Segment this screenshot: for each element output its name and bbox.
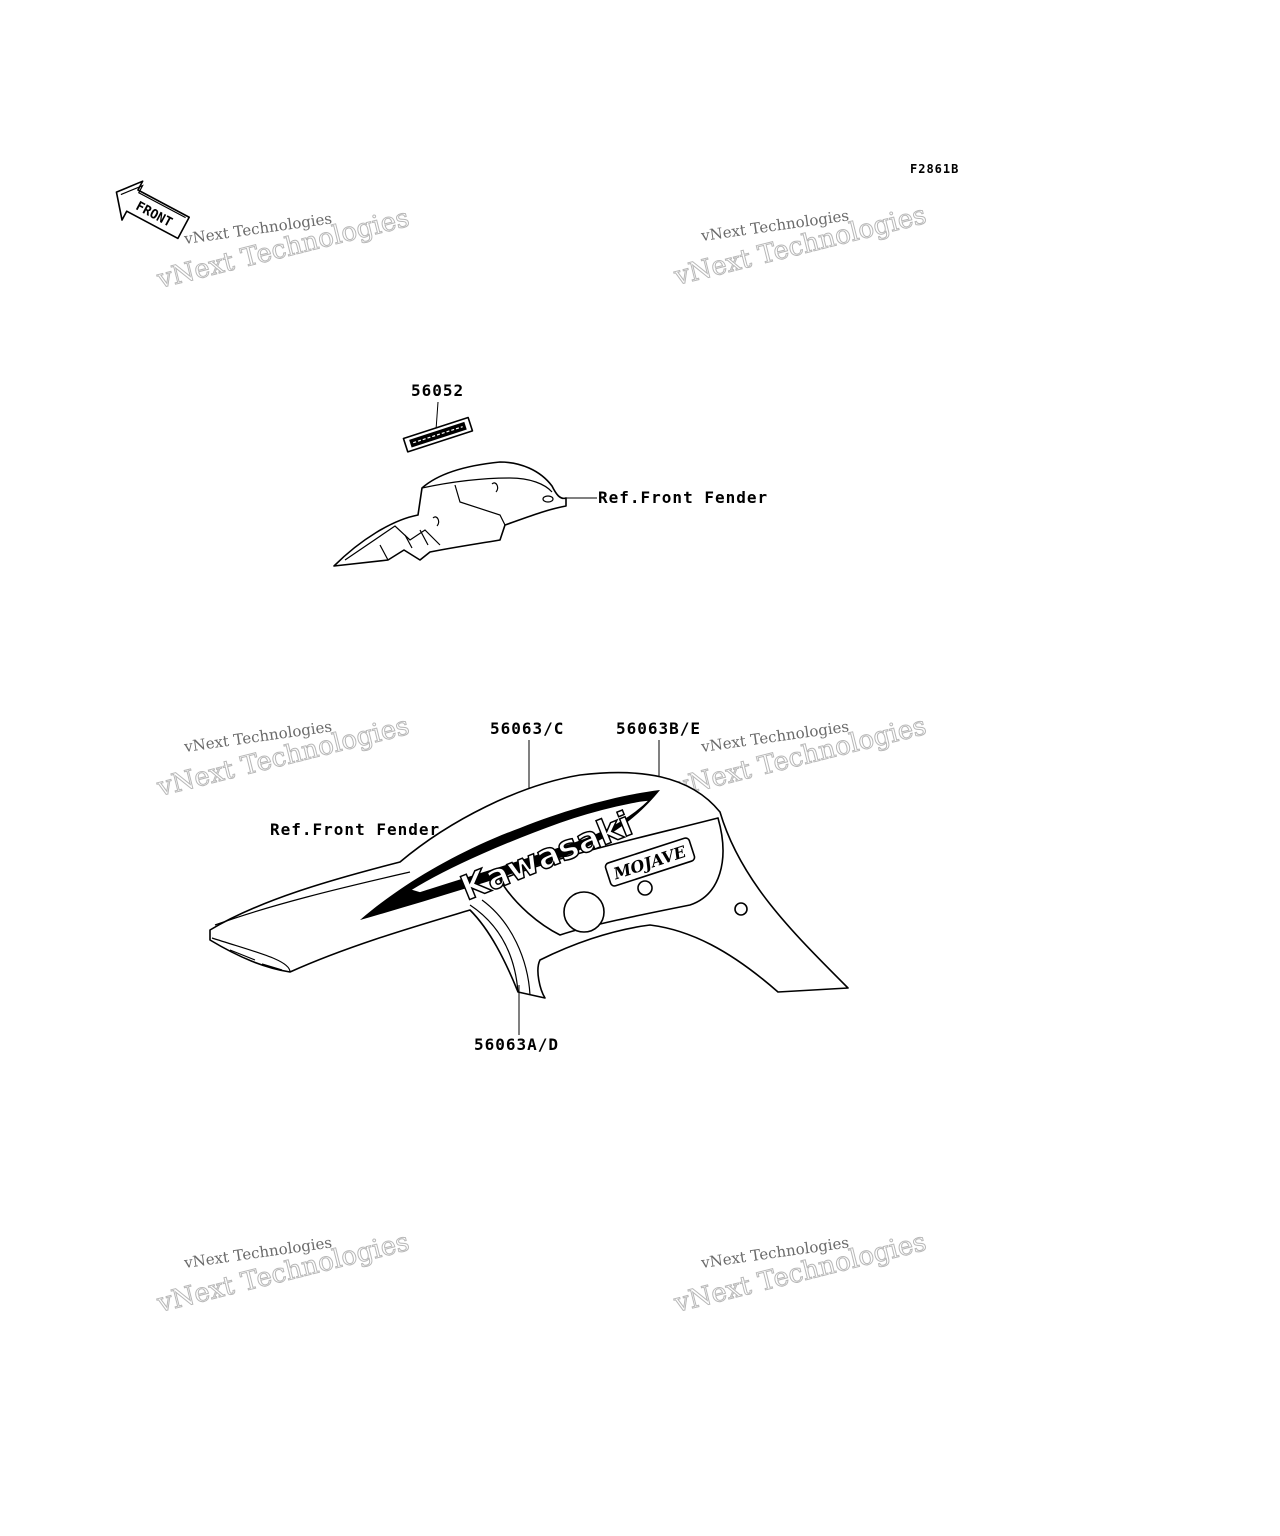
callout-56052: 56052 (411, 381, 464, 400)
watermark-top-right: vNext Technologies vNext Technologies (670, 200, 930, 293)
watermark-mid-right: vNext Technologies vNext Technologies (670, 711, 930, 804)
emblem-56052 (402, 416, 474, 453)
callout-56063b-e: 56063B/E (616, 719, 701, 738)
watermark-bottom-left: vNext Technologies vNext Technologies (153, 1227, 413, 1320)
callout-56063a-d: 56063A/D (474, 1035, 559, 1054)
ref-front-fender-upper: Ref.Front Fender (598, 488, 768, 507)
front-fender-lower: Kawasaki MOJAVE (209, 771, 849, 999)
watermark-mid-left: vNext Technologies vNext Technologies (153, 711, 413, 804)
front-arrow-icon: FRONT (115, 180, 190, 240)
ref-front-fender-lower: Ref.Front Fender (270, 820, 440, 839)
watermark-bottom-right: vNext Technologies vNext Technologies (670, 1227, 930, 1320)
front-fender-upper (333, 461, 567, 567)
callout-56063-c: 56063/C (490, 719, 564, 738)
leader-56052 (435, 401, 439, 431)
watermark-top-left: vNext Technologies vNext Technologies (153, 203, 413, 296)
figure-code: F2861B (910, 162, 959, 176)
